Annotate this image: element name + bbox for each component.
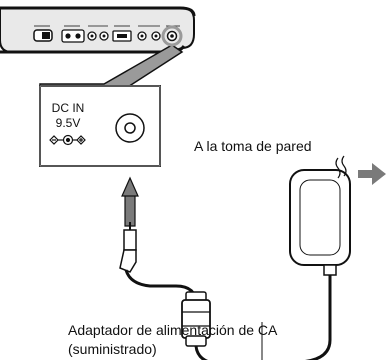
voltage-label: 9.5V <box>56 116 81 130</box>
adapter-cable <box>194 270 332 360</box>
dc-in-label: DC IN <box>52 101 85 115</box>
adapter-sublabel: (suministrado) <box>68 341 157 357</box>
adapter-label: Adaptador de alimentación de CA <box>68 322 278 338</box>
polarity-symbol <box>49 134 86 146</box>
ac-adapter <box>289 155 351 276</box>
av-port <box>61 29 85 43</box>
wall-outlet-arrow <box>358 163 386 185</box>
insert-arrow <box>121 176 139 227</box>
wall-outlet-label: A la toma de pared <box>194 138 312 154</box>
portable-player <box>0 6 196 54</box>
dc-plug <box>119 222 137 273</box>
dc-in-panel: DC IN 9.5V <box>39 85 161 167</box>
